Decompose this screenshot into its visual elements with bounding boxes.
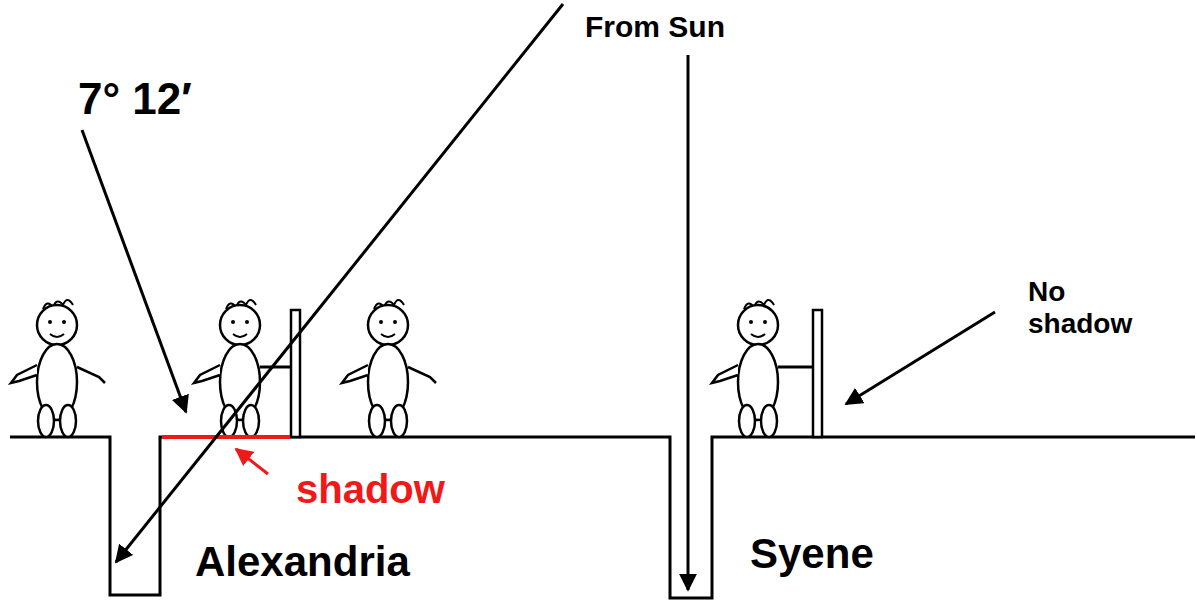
leader-arrow bbox=[82, 130, 186, 412]
person-figure bbox=[11, 300, 105, 437]
angle-label: 7° 12′ bbox=[78, 74, 192, 125]
ground-and-wells bbox=[10, 437, 1195, 598]
city-label: Alexandria bbox=[195, 538, 410, 586]
note-label: No shadow bbox=[1028, 276, 1138, 340]
person-figure bbox=[194, 300, 292, 437]
person-figure bbox=[342, 300, 436, 437]
gnomon-pole bbox=[291, 310, 300, 437]
leader-arrow bbox=[236, 449, 268, 474]
shadow-label: shadow bbox=[296, 466, 445, 512]
shadow-line bbox=[162, 435, 290, 439]
gnomon-pole bbox=[813, 310, 822, 437]
city-label: Syene bbox=[750, 530, 874, 578]
person-figure bbox=[712, 300, 812, 437]
leader-arrow bbox=[846, 312, 995, 404]
sun-label: From Sun bbox=[585, 10, 725, 45]
sun-ray bbox=[687, 55, 690, 590]
